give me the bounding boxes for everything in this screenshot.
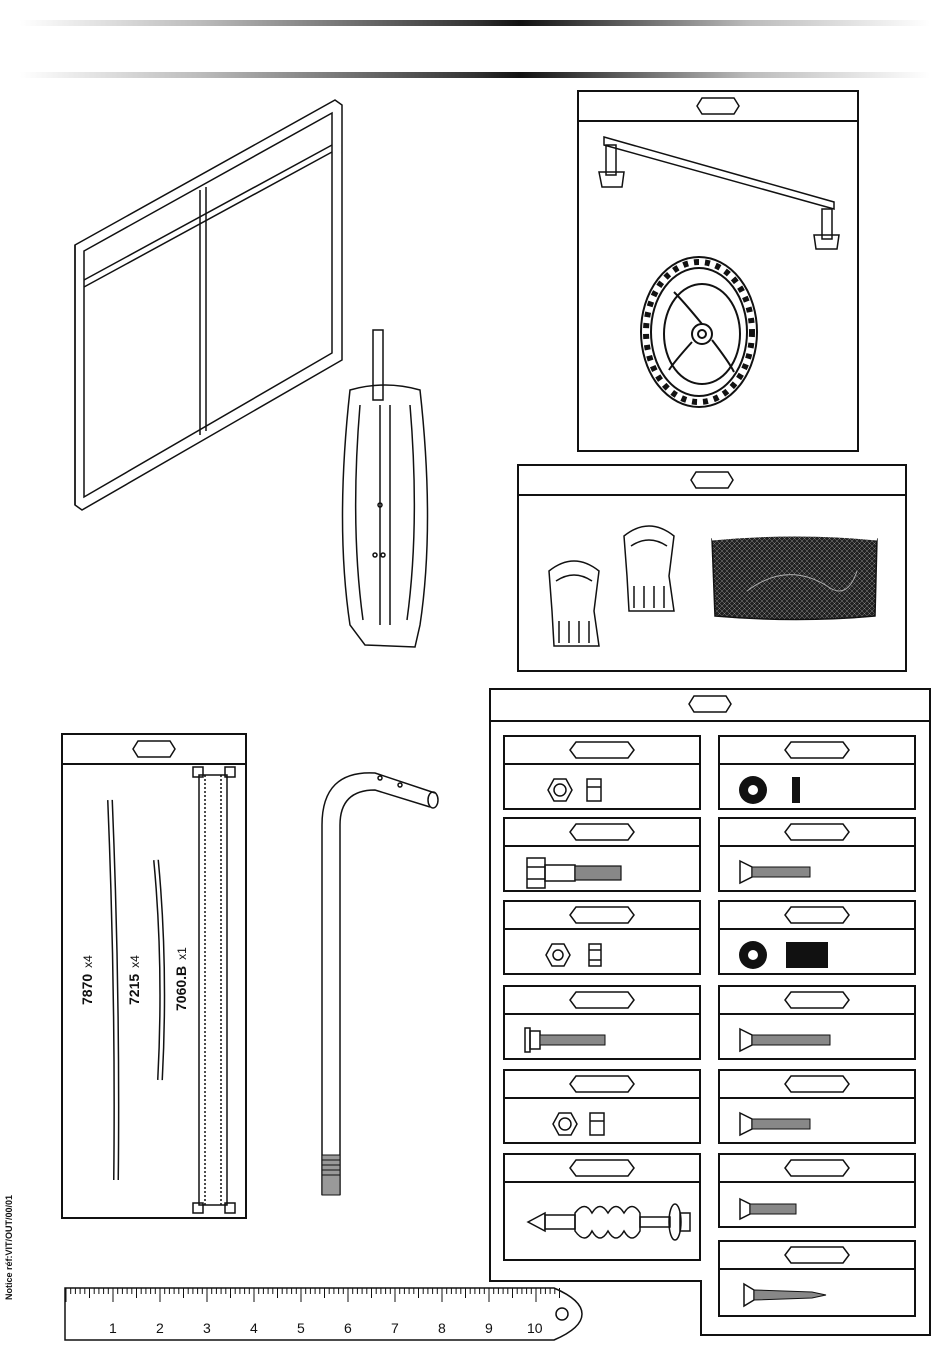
panel-header	[491, 690, 929, 722]
panel-header	[63, 735, 245, 765]
box-header	[505, 819, 699, 847]
part-label-7215: 7215x4	[126, 955, 142, 1005]
net-drawing	[707, 531, 882, 623]
part-label-7870: 7870x4	[79, 955, 95, 1005]
box-header	[720, 737, 914, 765]
hardware-screw-box	[718, 1069, 916, 1144]
hex-nut-icon	[543, 940, 613, 970]
hex-bolt-icon	[525, 855, 635, 891]
part-label-7060b: 7060.Bx1	[173, 947, 189, 1011]
box-header	[720, 819, 914, 847]
part-tag-icon	[784, 906, 850, 924]
hardware-wall-anchor-box	[503, 1153, 701, 1261]
countersunk-screw-icon	[738, 1111, 818, 1137]
ruler-label: 7	[391, 1320, 399, 1336]
hardware-wood-screw-box	[718, 1240, 916, 1317]
flange-bolt-icon	[523, 1025, 613, 1055]
hardware-hex-nut-box	[503, 900, 701, 975]
ruler-label: 8	[438, 1320, 446, 1336]
wood-screw-icon	[742, 1282, 832, 1308]
part-tag-icon	[784, 991, 850, 1009]
rods-panel: 7870x4 7215x4 7060.Bx1	[61, 733, 247, 1219]
countersunk-screw-icon	[738, 859, 818, 885]
hardware-flange-bolt-box	[503, 985, 701, 1060]
box-header	[505, 987, 699, 1015]
hardware-nut-washer-box	[503, 735, 701, 810]
part-tag-icon	[569, 1159, 635, 1177]
panel-header	[519, 466, 905, 496]
countersunk-screw-icon	[738, 1027, 848, 1053]
hardware-washer-box	[718, 735, 916, 810]
wheel-drawing	[634, 252, 764, 412]
header-divider-bar	[20, 72, 930, 78]
net-clip-drawing	[619, 516, 679, 616]
part-tag-icon	[569, 1075, 635, 1093]
part-tag-icon	[690, 471, 734, 489]
ruler-label: 1	[109, 1320, 117, 1336]
part-tag-icon	[784, 1159, 850, 1177]
hardware-hex-bolt-box	[503, 817, 701, 892]
crossbar-wheel-panel	[577, 90, 859, 452]
net-post-tube-drawing	[300, 765, 445, 1205]
lock-nut-icon	[545, 775, 615, 805]
notice-reference: Notice réf:VIT/OUT/00/01	[4, 1195, 14, 1300]
hardware-long-screw-box	[718, 985, 916, 1060]
part-tag-icon	[569, 991, 635, 1009]
crossbar-drawing	[594, 127, 844, 252]
box-header	[720, 1071, 914, 1099]
part-tag-icon	[696, 97, 740, 115]
ruler-label: 2	[156, 1320, 164, 1336]
hardware-countersunk-screw-box	[718, 817, 916, 892]
ruler-label: 6	[344, 1320, 352, 1336]
washer-pad-icon	[738, 938, 838, 972]
box-header	[505, 737, 699, 765]
part-tag-icon	[784, 823, 850, 841]
rod-7870-drawing	[98, 795, 128, 1185]
box-header	[505, 902, 699, 930]
part-tag-icon	[569, 741, 635, 759]
lock-nut-icon	[550, 1109, 620, 1139]
countersunk-screw-icon	[738, 1197, 808, 1221]
part-tag-icon	[569, 906, 635, 924]
table-frame-drawing	[70, 95, 350, 515]
part-tag-icon	[784, 1246, 850, 1264]
part-tag-icon	[784, 741, 850, 759]
part-tag-icon	[132, 740, 176, 758]
box-header	[720, 902, 914, 930]
top-divider-bar	[20, 20, 930, 26]
net-clip-drawing	[544, 551, 604, 651]
ruler-label: 5	[297, 1320, 305, 1336]
washer-icon	[738, 775, 808, 805]
box-header	[505, 1155, 699, 1183]
ruler-label: 9	[485, 1320, 493, 1336]
part-tag-icon	[688, 695, 732, 713]
leg-base-drawing	[325, 325, 445, 655]
ruler-label: 4	[250, 1320, 258, 1336]
part-tag-icon	[784, 1075, 850, 1093]
wall-anchor-icon	[528, 1204, 690, 1240]
hardware-nut-washer-box-2	[503, 1069, 701, 1144]
box-header	[720, 987, 914, 1015]
rail-7060b-drawing	[191, 765, 236, 1215]
box-header	[505, 1071, 699, 1099]
hardware-short-screw-box	[718, 1153, 916, 1228]
box-header	[720, 1155, 914, 1183]
box-header	[720, 1242, 914, 1270]
part-tag-icon	[569, 823, 635, 841]
net-clips-panel	[517, 464, 907, 672]
panel-header	[579, 92, 857, 122]
ruler	[64, 1286, 584, 1342]
ruler-label: 10	[527, 1320, 543, 1336]
ruler-label: 3	[203, 1320, 211, 1336]
hardware-washer-pad-box	[718, 900, 916, 975]
